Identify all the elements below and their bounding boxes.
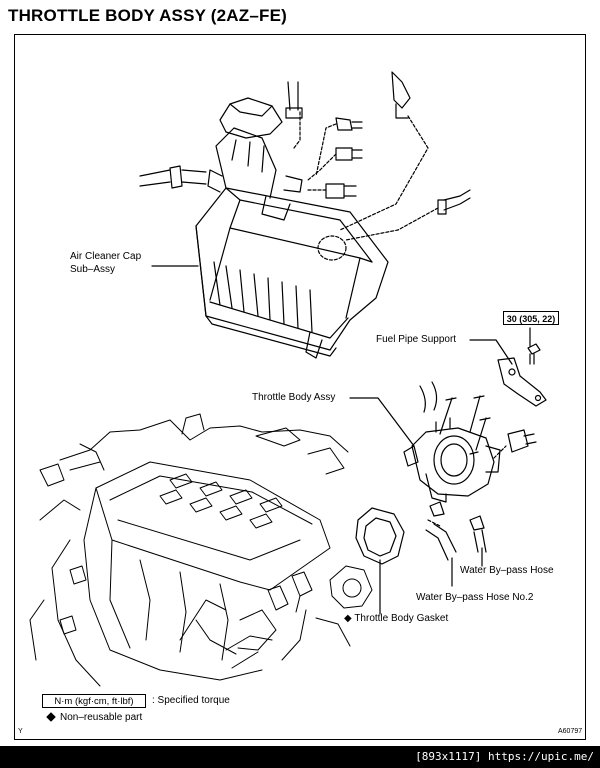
legend-non-reusable-desc: Non–reusable part <box>60 712 143 723</box>
label-air-cleaner-cap-line1: Air Cleaner Cap <box>70 251 142 262</box>
gasket-drawing <box>355 507 405 565</box>
legend-torque-units-box: N·m (kgf·cm, ft·lbf) <box>42 694 146 708</box>
figure-id: A60797 <box>558 728 583 735</box>
label-water-bypass-hose: Water By–pass Hose <box>460 565 554 576</box>
label-throttle-body-assy: Throttle Body Assy <box>252 392 336 403</box>
gasket-label-text: Throttle Body Gasket <box>354 613 449 624</box>
non-reusable-diamond-icon: ◆ <box>344 613 352 624</box>
footer-text: [893x1117] https://upic.me/ <box>415 750 594 763</box>
footer-bar: [893x1117] https://upic.me/ <box>0 746 600 768</box>
diagram-frame <box>14 34 586 740</box>
torque-spec-box: 30 (305, 22) <box>503 311 559 325</box>
upper-connectors-drawing <box>285 71 471 241</box>
fuel-pipe-support-drawing <box>469 327 547 407</box>
throttle-body-leader <box>349 397 415 447</box>
engine-drawing <box>29 413 373 687</box>
legend-torque-desc: : Specified torque <box>152 695 230 706</box>
label-water-bypass-hose-no2: Water By–pass Hose No.2 <box>416 592 534 603</box>
page-title: THROTTLE BODY ASSY (2AZ–FE) <box>8 6 288 25</box>
corner-mark: Y <box>18 728 23 735</box>
legend-diamond-icon <box>46 712 56 722</box>
label-throttle-body-gasket: ◆ Throttle Body Gasket <box>344 612 448 625</box>
throttle-body-drawing <box>403 381 537 561</box>
air-cleaner-cap-drawing <box>139 97 389 359</box>
label-air-cleaner-cap-line2: Sub–Assy <box>70 264 116 275</box>
label-fuel-pipe-support: Fuel Pipe Support <box>376 334 457 345</box>
